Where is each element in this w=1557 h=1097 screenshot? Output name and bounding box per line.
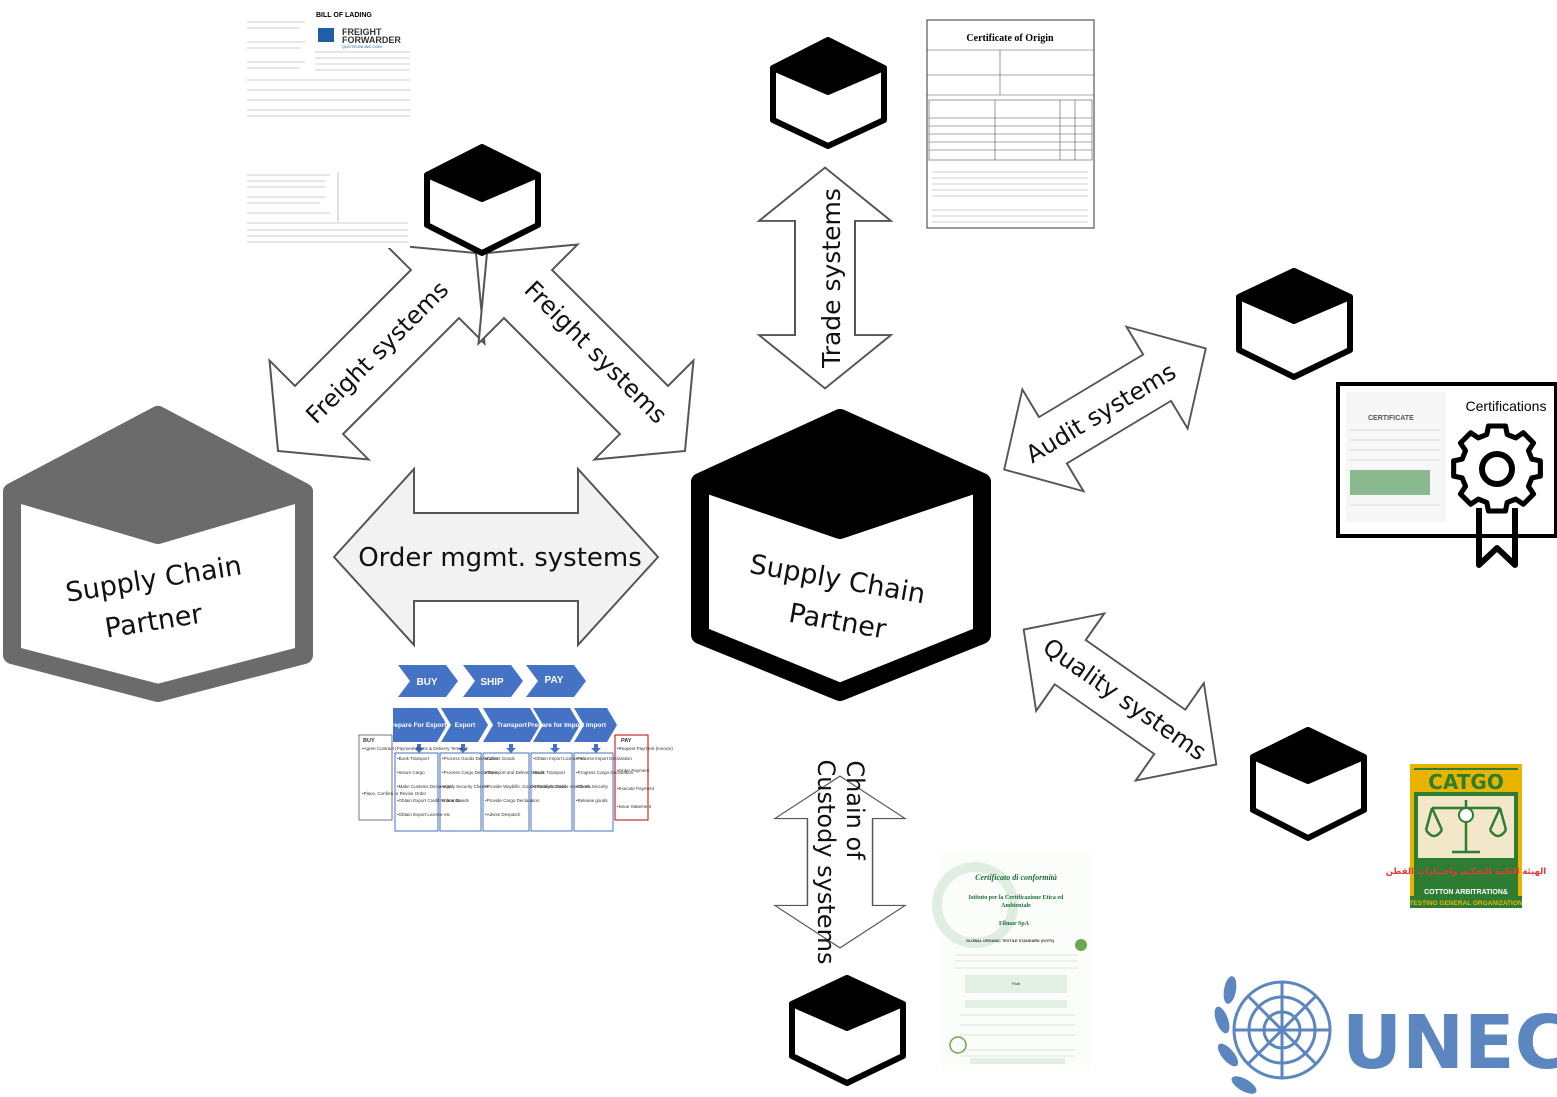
- quality-arrow: Quality systems: [988, 579, 1252, 815]
- conformity-category: Filati: [1012, 981, 1021, 986]
- conformity-title: Certificato di conformità: [975, 873, 1057, 882]
- process-col-1-item: •Obtain Export Credit Guarantee: [397, 798, 462, 803]
- process-buy-step: BUY: [416, 677, 437, 688]
- process-sub-chevrons: [393, 708, 617, 742]
- certificate-of-origin-title: Certificate of Origin: [966, 33, 1054, 44]
- process-flow: BUY SHIP PAY Prepare For Export Export T…: [358, 665, 673, 832]
- certifications-panel: CERTIFICATE Certifications: [1336, 382, 1557, 568]
- process-col-2-item: •Process Goods Declaration: [442, 756, 499, 761]
- process-col-5-item: •Process Import Declaration: [576, 756, 632, 761]
- process-sub-step-4: Prepare for Import: [528, 722, 586, 729]
- small-cube-top-center: [770, 37, 887, 149]
- unece-logo: UNEC: [1214, 976, 1557, 1094]
- ff-line2: FORWARDER: [342, 35, 401, 45]
- certification-badge-icon: [1451, 423, 1543, 568]
- order-mgmt-arrow: Order mgmt. systems: [333, 468, 659, 646]
- process-ship-step: SHIP: [480, 677, 504, 688]
- process-col-4-item: •Book Transport: [533, 770, 566, 775]
- process-col-4-item: •Obtain Import Licence etc: [533, 756, 587, 761]
- process-pay-item-4: •Issue Statement: [617, 804, 652, 809]
- trade-arrow: Trade systems: [758, 166, 892, 390]
- process-pay-item-1: •Request Payment (Invoice): [617, 746, 673, 751]
- ff-line1: FREIGHT: [342, 27, 382, 37]
- catgo-english-2: TESTING GENERAL ORGANIZATION: [1409, 900, 1522, 907]
- process-sub-step-2: Export: [455, 722, 476, 729]
- process-sub-step-1: Prepare For Export: [388, 722, 448, 729]
- process-col-3-item: •Advise Despatch: [485, 812, 521, 817]
- bill-of-lading-doc: BILL OF LADING FREIGHT FORWARDER QUOTEON…: [245, 8, 413, 120]
- process-pay-item-2: •Order Payment: [617, 768, 650, 773]
- process-buy-col-title: BUY: [363, 738, 375, 744]
- small-cube-bottom: [789, 975, 906, 1086]
- process-col-3-item: •Provide Cargo Declaration: [485, 798, 540, 803]
- process-col-1-item: •Insure Cargo: [397, 770, 425, 775]
- small-cube-right-top: [1236, 268, 1353, 380]
- process-col-5-item: •Check Security: [576, 784, 609, 789]
- conformity-org-1: Istituto per la Certificazione Etica ed: [969, 895, 1064, 901]
- process-pay-step: PAY: [545, 675, 564, 686]
- process-top-chevrons: BUY SHIP PAY: [398, 665, 586, 697]
- process-col-5-item: •Progress Cargo Declaration: [576, 770, 634, 775]
- unece-text: UNEC: [1342, 1000, 1557, 1086]
- freight-left-label: Freight systems: [300, 275, 454, 429]
- catgo-logo: CATGO الهيئة العامة للتحكيم واختبارات ال…: [1386, 764, 1547, 908]
- certificate-panel-title: CERTIFICATE: [1368, 415, 1414, 422]
- custody-arrow: Chain of Custody systems: [774, 760, 906, 965]
- catgo-english-1: COTTON ARBITRATION&: [1424, 889, 1508, 896]
- process-col-3-item: •Collect Goods: [485, 756, 516, 761]
- conformity-company: Filmar SpA: [999, 921, 1030, 927]
- catgo-arabic: الهيئة العامة للتحكيم واختبارات القطن: [1386, 867, 1547, 877]
- process-pay-col-title: PAY: [621, 738, 632, 744]
- process-col-2-item: •Apply Security Checks: [442, 784, 489, 789]
- process-col-3-item: •Transport and Deliver Goods: [485, 770, 545, 775]
- left-partner-cube: Supply Chain Partner: [3, 406, 313, 702]
- center-partner-cube: Supply Chain Partner: [691, 409, 991, 701]
- process-buy-item-1: •Agree Contract (Payment Terms & Deliver…: [362, 746, 467, 751]
- process-col-1-item: •Book Transport: [397, 756, 430, 761]
- certificate-of-origin-doc: Certificate of Origin: [926, 19, 1095, 229]
- catgo-name: CATGO: [1428, 770, 1504, 794]
- process-col-3-item: •Provide Waybills, Goods Receipts Status…: [485, 784, 592, 789]
- process-buy-item-2: •Place, Confirm or Revise Order: [362, 791, 427, 796]
- process-sub-step-3: Transport: [497, 722, 528, 729]
- order-mgmt-label: Order mgmt. systems: [358, 543, 642, 573]
- ff-url: QUOTEONLINE.COM: [342, 44, 382, 49]
- bill-of-lading-title: BILL OF LADING: [316, 12, 372, 19]
- process-sub-step-5: Import: [586, 722, 607, 729]
- conformity-org-2: Ambientale: [1001, 903, 1031, 909]
- custody-label-2: Custody systems: [812, 760, 840, 965]
- conformity-certificate-doc: Certificato di conformità Istituto per l…: [932, 852, 1090, 1070]
- process-col-1-item: •Make Customs Declaration: [397, 784, 453, 789]
- small-cube-right-bottom: [1250, 727, 1367, 841]
- process-col-4-item: •Establish Credit: [533, 784, 567, 789]
- conformity-standard: GLOBAL ORGANIC TEXTILE STANDARD (GOTS): [966, 939, 1055, 943]
- small-cube-top-left: [424, 144, 541, 256]
- quality-label: Quality systems: [1038, 633, 1212, 766]
- process-columns: •Book Transport •Insure Cargo •Make Custom…: [397, 756, 634, 817]
- trade-label: Trade systems: [817, 188, 846, 369]
- process-pay-item-3: •Execute Payment: [617, 786, 655, 791]
- custody-label-1: Chain of: [841, 760, 869, 860]
- process-col-5-item: •Release goods: [576, 798, 608, 803]
- audit-arrow: Audit systems: [972, 296, 1238, 522]
- certifications-label: Certifications: [1466, 398, 1547, 414]
- process-col-1-item: •Obtain Export Licence etc: [397, 812, 451, 817]
- process-col-2-item: •Clear Goods: [442, 798, 470, 803]
- freight-doc-2: [245, 168, 410, 248]
- process-col-2-item: •Process Cargo Declaration: [442, 770, 498, 775]
